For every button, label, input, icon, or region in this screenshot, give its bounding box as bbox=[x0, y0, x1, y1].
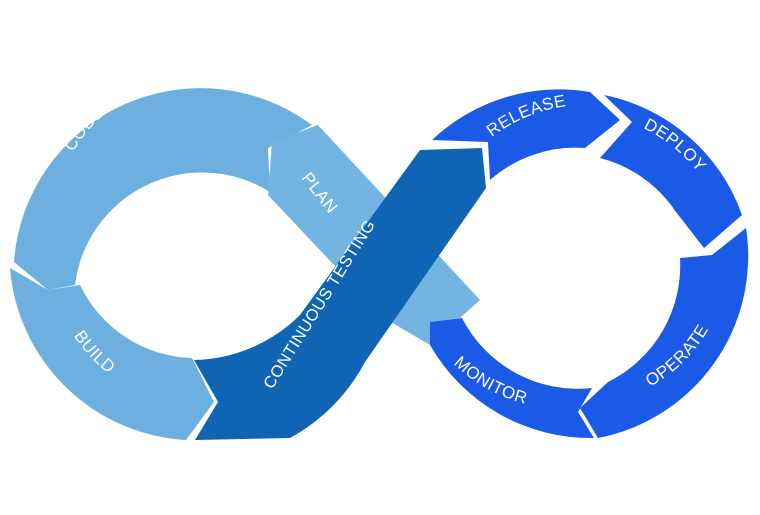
operate-segment bbox=[580, 228, 749, 438]
continuous-testing-segment bbox=[194, 148, 486, 440]
release-segment bbox=[432, 89, 620, 180]
build-segment bbox=[10, 268, 214, 440]
code-segment bbox=[14, 88, 312, 290]
deploy-segment bbox=[600, 95, 742, 248]
monitor-segment bbox=[430, 318, 594, 439]
